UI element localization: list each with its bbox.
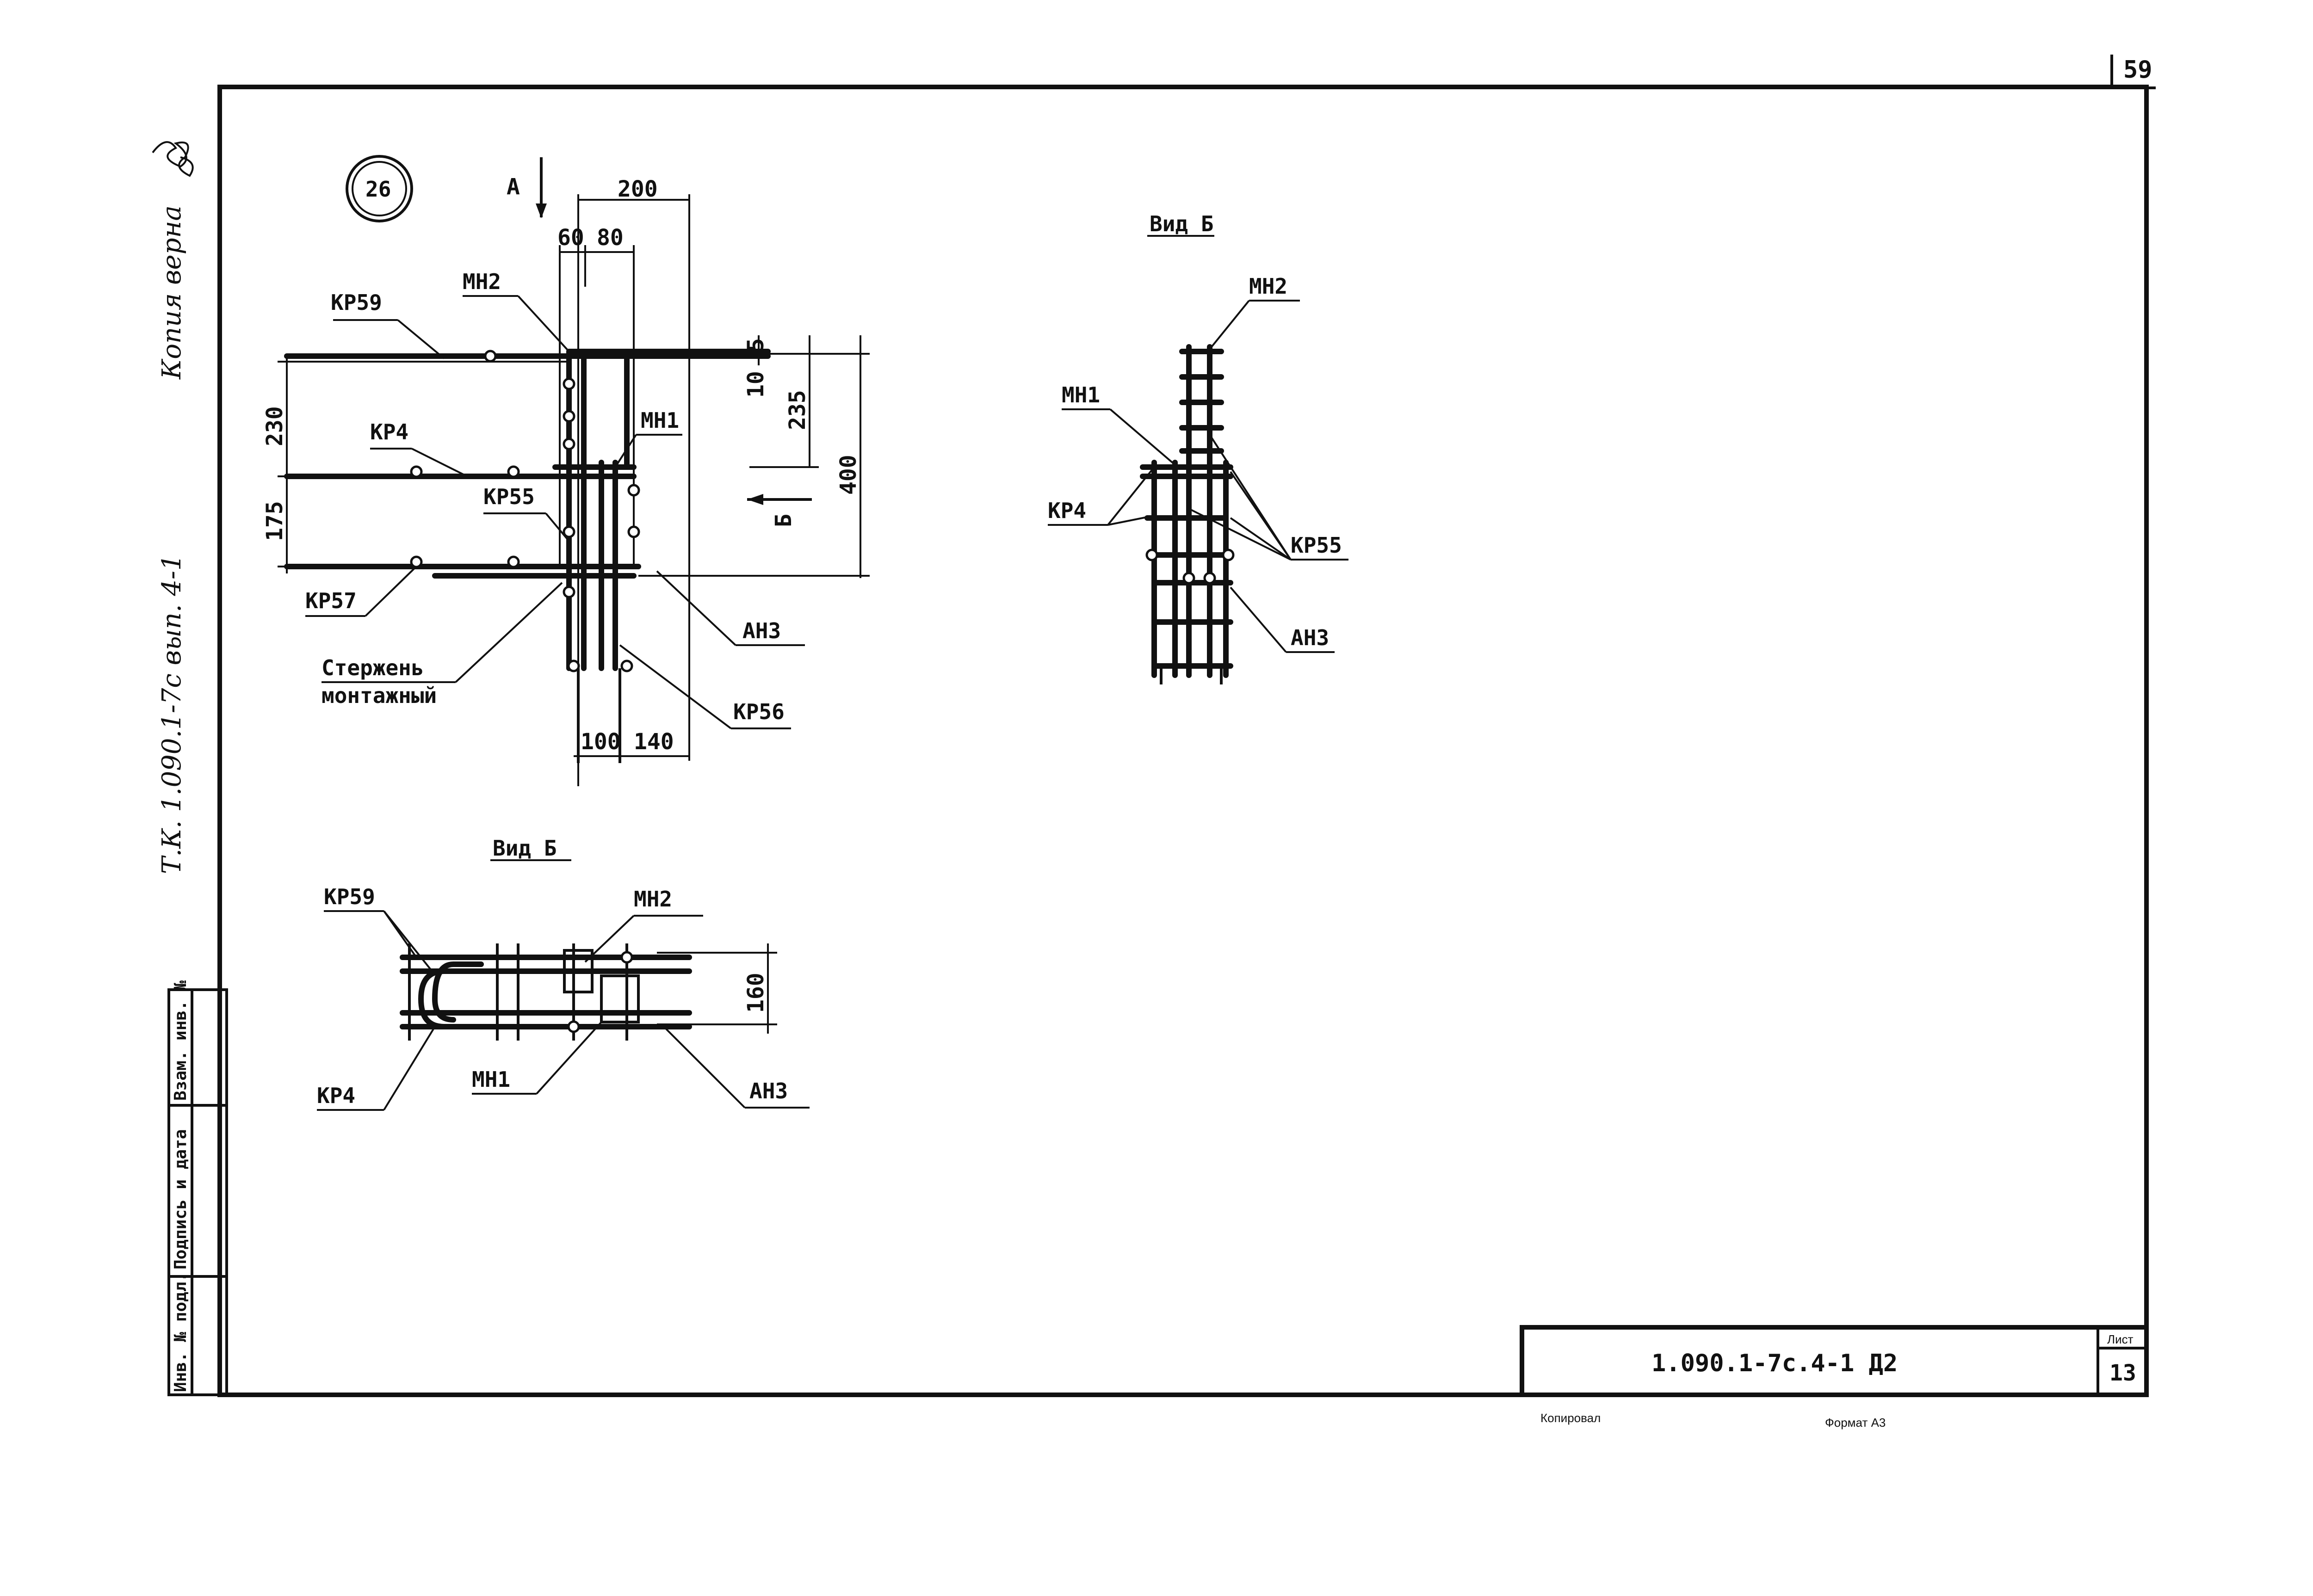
stamp-strip: Инв. № подл. Подпись и дата Взам. инв. №: [167, 980, 228, 1396]
view-b-bottom: Вид Б 160 КР59 МН2 КР4 МН1: [317, 836, 810, 1111]
view-b-bottom-label-an3: АН3: [749, 1078, 788, 1103]
label-rod-line2: монтажный: [322, 683, 437, 708]
dim-60: 60: [557, 225, 584, 251]
drawing-frame: [217, 85, 2149, 1397]
view-b-right-label-an3: АН3: [1291, 625, 1329, 650]
label-kr57: КР57: [305, 588, 357, 613]
label-kr4: КР4: [370, 419, 408, 444]
label-kr55: КР55: [483, 484, 535, 509]
dim-200: 200: [618, 176, 658, 202]
page-number: 59: [2123, 56, 2152, 84]
view-b-bottom-label-kr4: КР4: [317, 1083, 355, 1108]
label-mn2: МН2: [463, 269, 501, 294]
section-arrow-b-label: Б: [771, 514, 797, 527]
dim-175: 175: [262, 501, 288, 541]
footer-copied: Копировал: [1540, 1411, 1601, 1425]
view-b-bottom-title: Вид Б: [493, 836, 557, 861]
view-b-right-label-mn1: МН1: [1062, 382, 1100, 407]
stamp-inv-no: Инв. № подл.: [171, 1272, 190, 1392]
view-b-bottom-label-mn2: МН2: [634, 887, 672, 912]
node-number-circle: [346, 155, 413, 222]
dim-235: 235: [785, 390, 810, 430]
dim-10: 10: [743, 371, 769, 398]
view-b-right-label-kr55: КР55: [1291, 533, 1342, 558]
view-b-bottom-label-kr59: КР59: [324, 884, 375, 909]
stamp-replaced-inv: Взам. инв. №: [171, 980, 190, 1101]
signature: [152, 141, 194, 177]
copy-verified-note: Копия верна: [157, 205, 187, 380]
node-number: 26: [365, 177, 391, 202]
view-b-bottom-label-mn1: МН1: [472, 1067, 510, 1092]
label-rod-line1: Стержень: [322, 655, 424, 680]
view-b-right-title: Вид Б: [1150, 211, 1213, 236]
view-b-right-label-kr4: КР4: [1048, 498, 1086, 523]
sheet-label: Лист: [2107, 1332, 2134, 1346]
view-b-bottom-dim-160: 160: [743, 973, 769, 1013]
dim-140: 140: [634, 729, 674, 755]
series-note: Т.К. 1.090.1-7с вып. 4-1: [157, 554, 187, 874]
label-an3: АН3: [742, 618, 781, 643]
stamp-signature-date: Подпись и дата: [171, 1129, 190, 1269]
dim-80: 80: [597, 225, 624, 251]
view-b-right: Вид Б МН2 МН1 КР4: [1048, 211, 1348, 684]
dim-400: 400: [835, 455, 861, 495]
view-b-right-label-mn2: МН2: [1249, 274, 1287, 299]
dim-230: 230: [262, 406, 288, 446]
section-arrow-a-label: А: [507, 174, 520, 200]
title-block: 1.090.1-7с.4-1 Д2 Лист 13: [1520, 1325, 2149, 1397]
label-kr59: КР59: [331, 290, 382, 315]
label-mn1: МН1: [641, 408, 679, 433]
main-view: 26 А 200 60 80 230 175 10 5 235 400: [262, 155, 870, 786]
footer-format: Формат А3: [1825, 1416, 1886, 1430]
designation: 1.090.1-7с.4-1 Д2: [1651, 1350, 1898, 1377]
sheet-number: 13: [2109, 1360, 2136, 1386]
dim-100: 100: [581, 729, 621, 755]
label-kr56: КР56: [733, 699, 785, 724]
